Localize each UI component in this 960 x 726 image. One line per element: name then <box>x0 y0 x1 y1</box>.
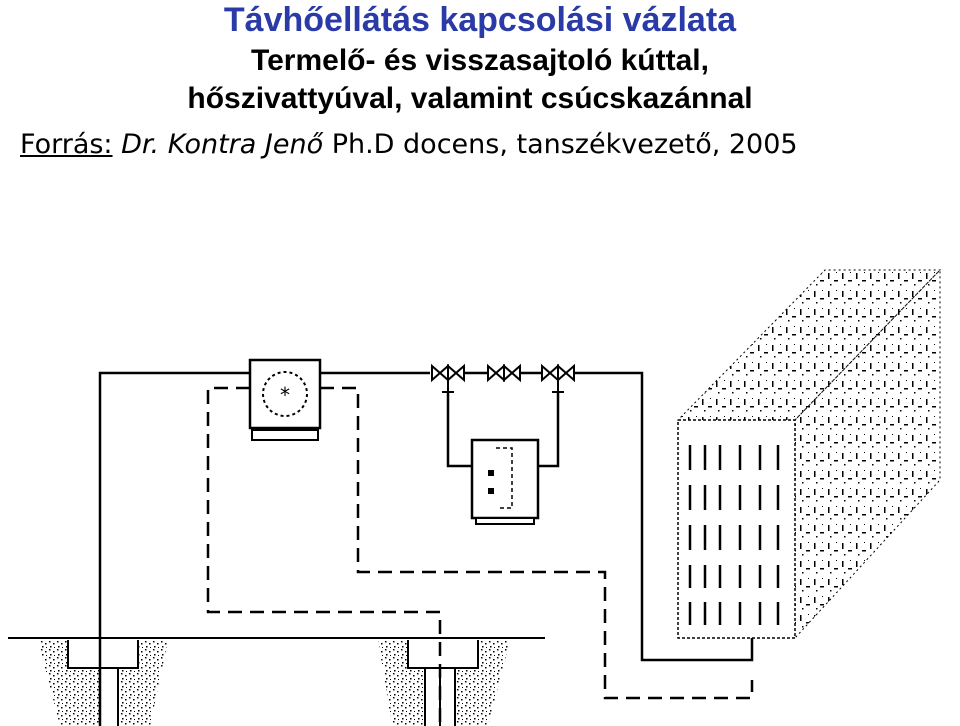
valve-3 <box>541 363 575 393</box>
building <box>676 268 942 640</box>
heat-pump: * <box>248 358 322 441</box>
supply-line-right <box>575 371 754 662</box>
reinjection-well <box>378 640 510 726</box>
peak-boiler <box>470 438 540 525</box>
subtitle-line-2: hőszivattyúval, valamint csúcskazánnal <box>187 82 753 115</box>
svg-text:*: * <box>280 383 290 407</box>
supply-line <box>98 371 250 726</box>
title-block: Távhőellátás kapcsolási vázlata Termelő-… <box>0 0 960 170</box>
valve-2 <box>487 363 521 383</box>
source-author: Dr. Kontra Jenő <box>121 129 324 160</box>
valve-1 <box>431 363 465 393</box>
subtitle-line-1: Termelő- és visszasajtoló kúttal, <box>251 44 709 77</box>
page-title: Távhőellátás kapcsolási vázlata <box>223 1 737 39</box>
production-well <box>38 640 168 726</box>
valves <box>431 363 575 393</box>
source-details: Ph.D docens, tanszékvezető, 2005 <box>323 129 798 160</box>
boiler-outlet-pipe <box>538 392 560 468</box>
source-label: Forrás: <box>20 129 113 160</box>
return-line <box>206 386 754 726</box>
boiler-inlet-pipe <box>446 392 472 468</box>
source-line: Forrás: Dr. Kontra Jenő Ph.D docens, tan… <box>20 127 798 163</box>
